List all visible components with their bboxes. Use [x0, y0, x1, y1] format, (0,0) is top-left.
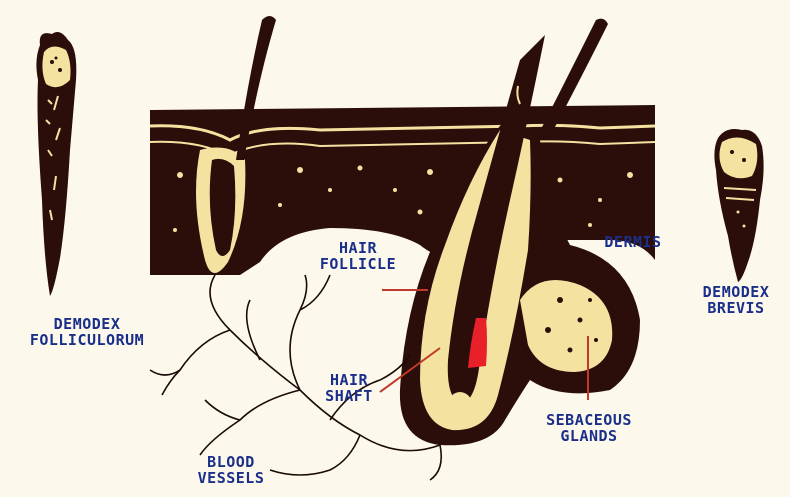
label-sebaceous-glands-line2: GLANDS: [534, 428, 644, 444]
label-hair-shaft-line2: SHAFT: [314, 388, 384, 404]
label-dermis: DERMIS: [598, 234, 668, 250]
label-hair-follicle-line1: HAIR: [298, 240, 418, 256]
label-hair-follicle: HAIR FOLLICLE: [298, 240, 418, 272]
label-dermis-text: DERMIS: [598, 234, 668, 250]
label-demodex-brevis-line1: DEMODEX: [688, 284, 784, 300]
label-demodex-folliculorum: DEMODEX FOLLICULORUM: [12, 316, 162, 348]
label-demodex-brevis: DEMODEX BREVIS: [688, 284, 784, 316]
label-sebaceous-glands-line1: SEBACEOUS: [534, 412, 644, 428]
label-sebaceous-glands: SEBACEOUS GLANDS: [534, 412, 644, 444]
label-hair-follicle-line2: FOLLICLE: [298, 256, 418, 272]
label-hair-shaft: HAIR SHAFT: [314, 372, 384, 404]
label-blood-vessels: BLOOD VESSELS: [186, 454, 276, 486]
label-blood-vessels-line2: VESSELS: [186, 470, 276, 486]
label-hair-shaft-line1: HAIR: [314, 372, 384, 388]
label-demodex-brevis-line2: BREVIS: [688, 300, 784, 316]
label-blood-vessels-line1: BLOOD: [186, 454, 276, 470]
label-demodex-folliculorum-line1: DEMODEX: [12, 316, 162, 332]
label-demodex-folliculorum-line2: FOLLICULORUM: [12, 332, 162, 348]
